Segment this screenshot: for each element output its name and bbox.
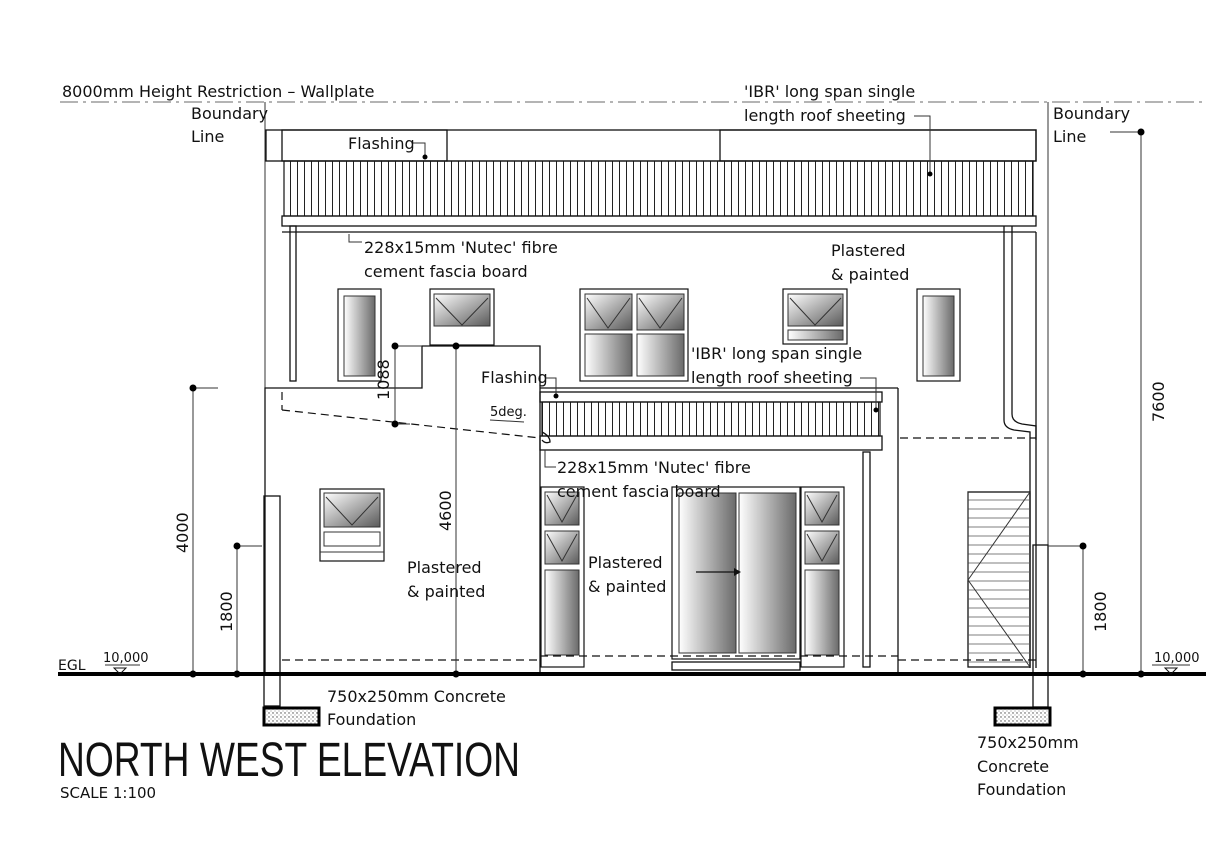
level-markers: [105, 664, 1190, 675]
upper-roof: [265, 129, 1037, 233]
slope-label: 5deg.: [490, 405, 527, 420]
dim-4600: 4600: [436, 490, 455, 531]
flashing-top-label: Flashing: [348, 134, 415, 153]
dim-4000: 4000: [173, 512, 192, 553]
ibr-mid-label: 'IBR' long span single: [691, 344, 862, 363]
dim-1800-right: 1800: [1091, 591, 1110, 632]
left-ground-block: [264, 345, 541, 672]
ground-openings: [540, 486, 1036, 671]
ibr-mid-label-2: length roof sheeting: [691, 368, 853, 387]
foundation-right-label: 750x250mm: [977, 733, 1079, 752]
foundation-right-label-3: Foundation: [977, 780, 1066, 799]
foundation-left-label-2: Foundation: [327, 710, 416, 729]
dim-1088: 1088: [374, 359, 393, 400]
foundation-right-label-2: Concrete: [977, 757, 1049, 776]
fascia-mid-label-2: cement fascia board: [557, 482, 721, 501]
drawing-title: NORTH WEST ELEVATION: [58, 734, 520, 787]
foundation-left-label: 750x250mm Concrete: [327, 687, 506, 706]
leader-lines: [348, 115, 933, 468]
upper-windows: [337, 288, 961, 382]
ibr-top-label: 'IBR' long span single: [744, 82, 915, 101]
fascia-top-label: 228x15mm 'Nutec' fibre: [364, 238, 558, 257]
mid-roof: [539, 387, 899, 672]
fascia-mid-label: 228x15mm 'Nutec' fibre: [557, 458, 751, 477]
garage-door: [967, 491, 1031, 668]
plaster-center-label-2: & painted: [588, 577, 666, 596]
flashing-mid-label: Flashing: [481, 368, 548, 387]
level-right-label: 10,000: [1154, 651, 1200, 666]
left-window: [319, 488, 385, 562]
foundations: [262, 495, 1052, 727]
boundary-left-label-2: Line: [191, 127, 224, 146]
upper-wall: [900, 232, 1037, 440]
ibr-top-label-2: length roof sheeting: [744, 106, 906, 125]
plaster-left-label-2: & painted: [407, 582, 485, 601]
boundary-left-label: Boundary: [191, 104, 268, 123]
dim-1800-left: 1800: [217, 591, 236, 632]
fascia-top-label-2: cement fascia board: [364, 262, 528, 281]
annotations: 8000mm Height Restriction – Wallplate Bo…: [58, 82, 1200, 802]
plaster-left-label: Plastered: [407, 558, 482, 577]
height-restriction-label: 8000mm Height Restriction – Wallplate: [62, 82, 374, 101]
boundary-right-label: Boundary: [1053, 104, 1130, 123]
plaster-top-label: Plastered: [831, 241, 906, 260]
plaster-center-label: Plastered: [588, 553, 663, 572]
dim-7600: 7600: [1149, 381, 1168, 422]
boundary-right-label-2: Line: [1053, 127, 1086, 146]
level-left-label: 10,000: [103, 651, 149, 666]
drawing-scale: SCALE 1:100: [60, 784, 156, 802]
egl-label: EGL: [58, 658, 86, 674]
downpipes: [289, 225, 1037, 668]
plaster-top-label-2: & painted: [831, 265, 909, 284]
dimension-lines: [189, 128, 1145, 678]
